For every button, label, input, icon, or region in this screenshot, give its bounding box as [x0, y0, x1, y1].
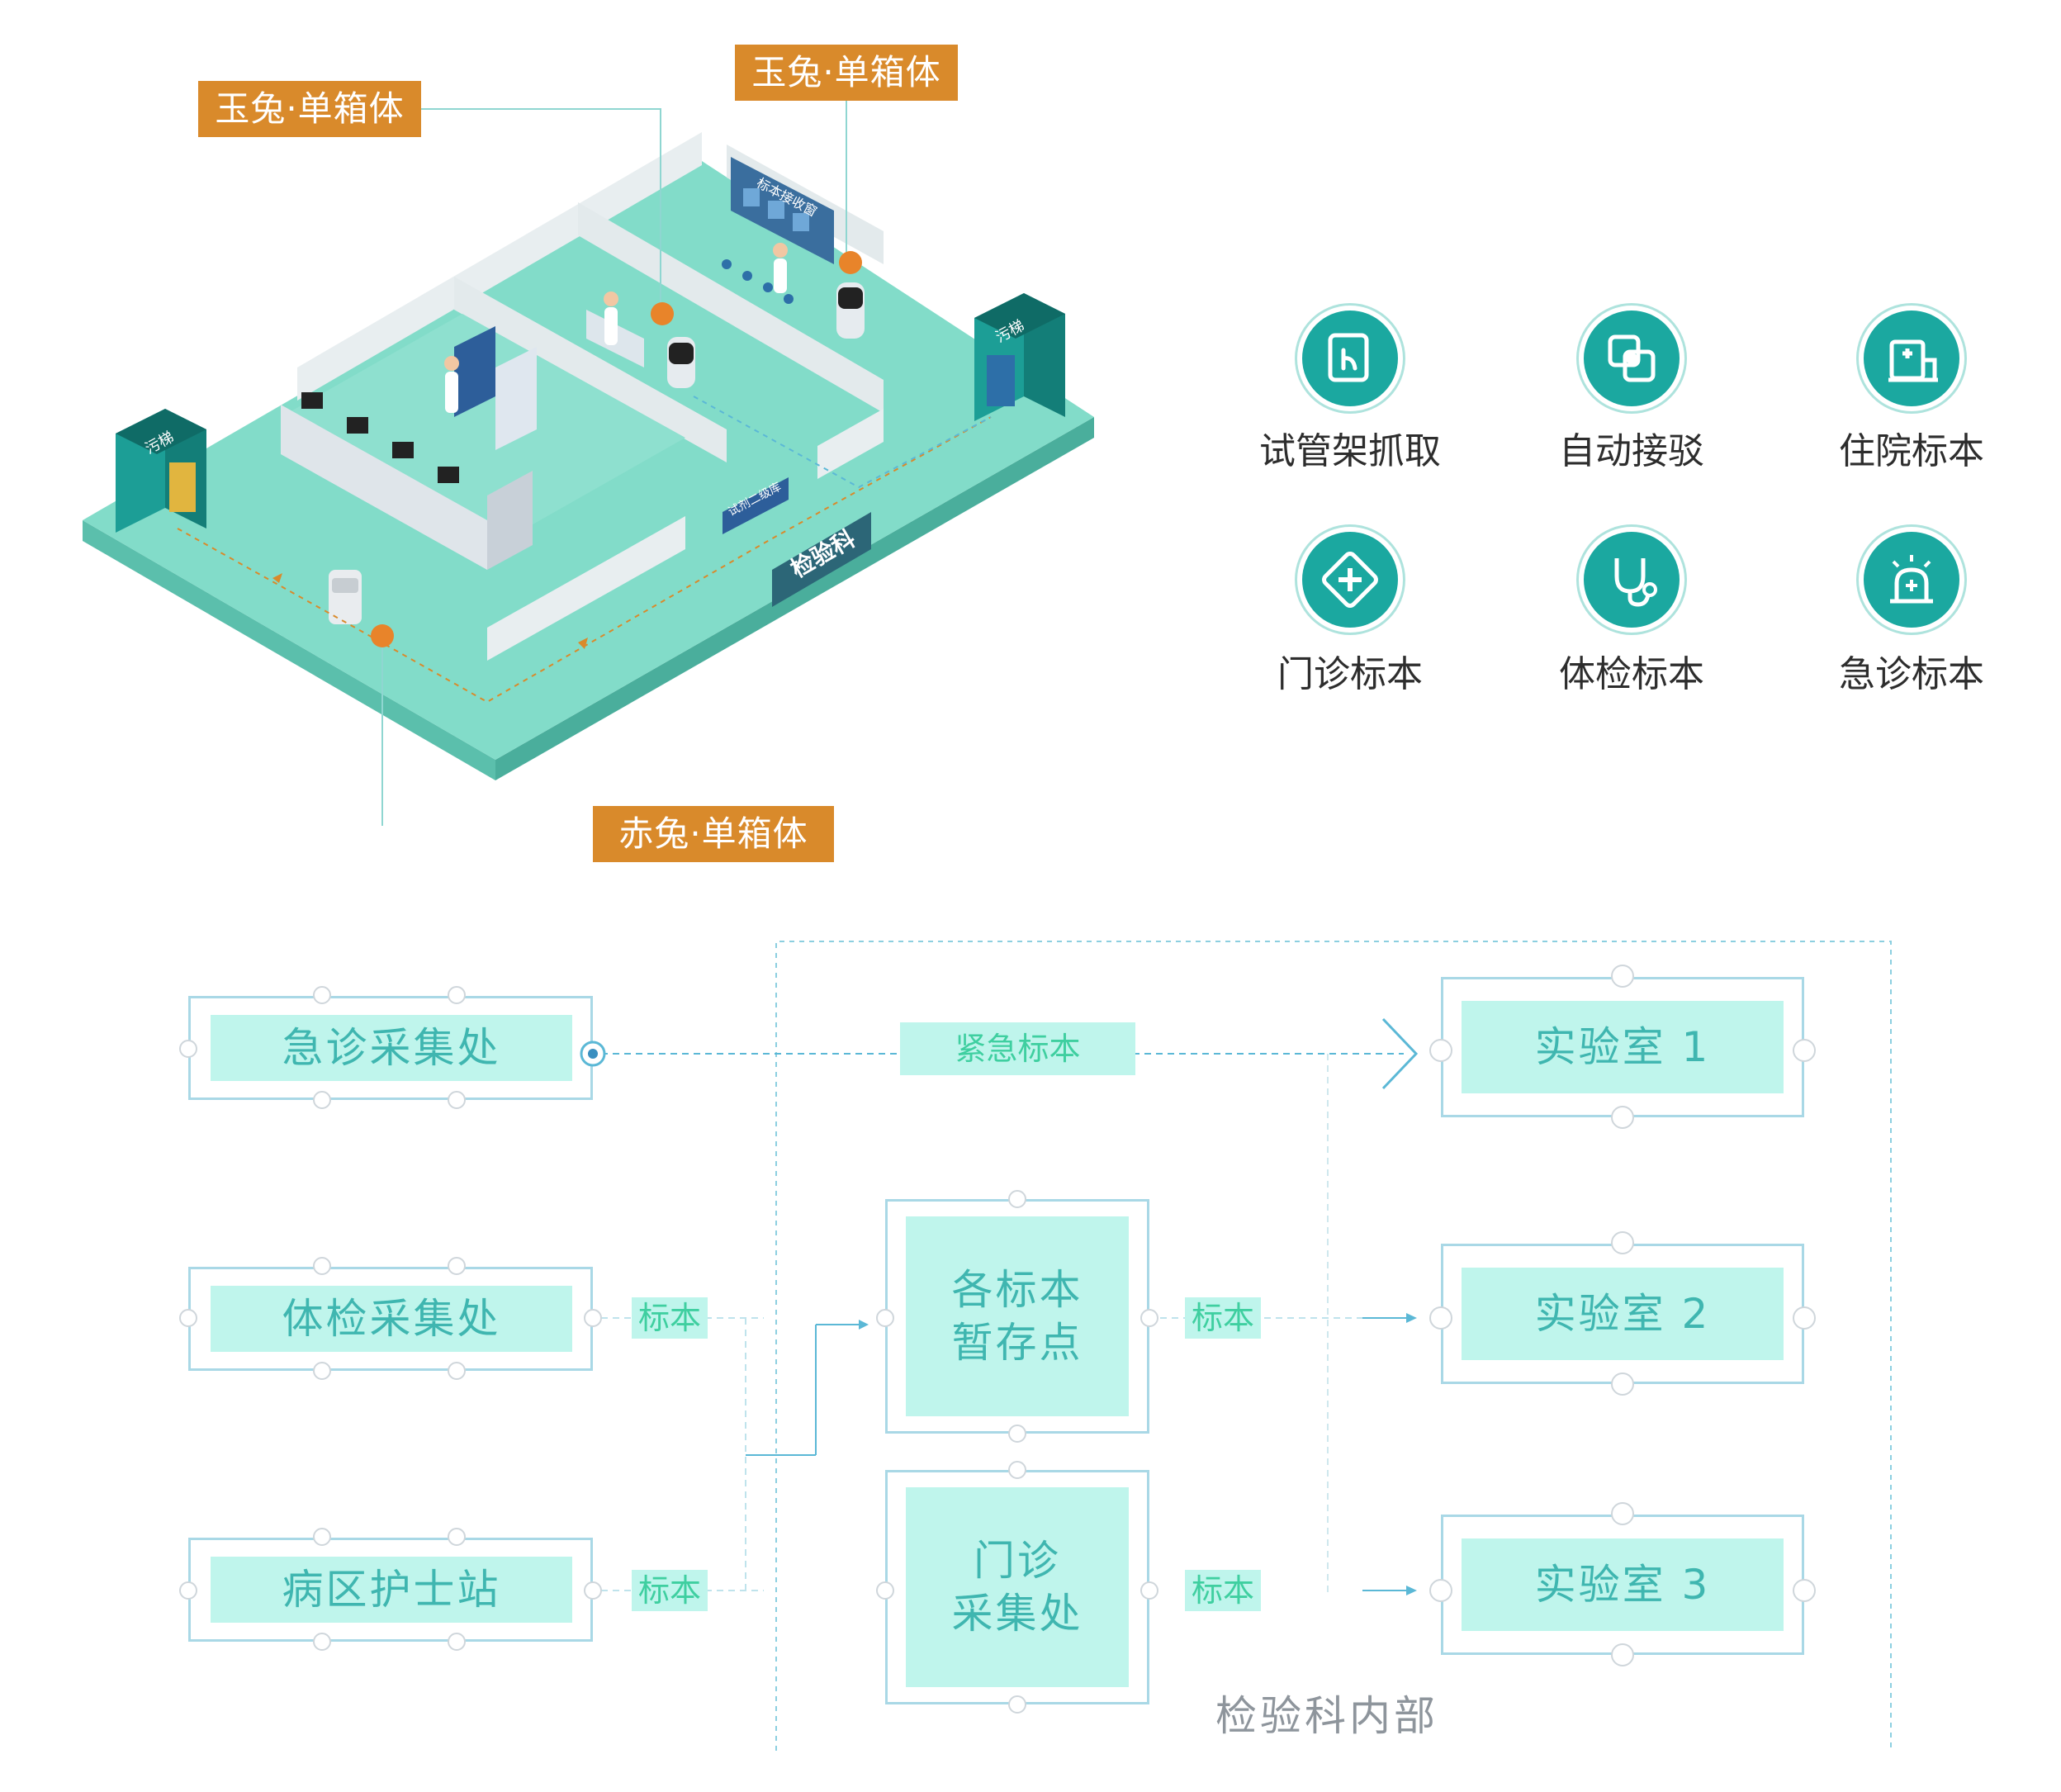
- hub-line-1: 各标本: [951, 1266, 1083, 1314]
- node-connector-dots: [179, 965, 1816, 1714]
- feature-label-physical: 体检标本: [1559, 653, 1704, 695]
- server-cabinet: [487, 471, 533, 570]
- robot-chitu: [329, 570, 362, 624]
- leader-line-3: [381, 636, 383, 826]
- lab-label-1: 实验室 1: [1462, 1001, 1784, 1093]
- callout-yutu-left: 玉兔·单箱体: [198, 81, 421, 137]
- robot-route-upper: [693, 396, 992, 489]
- outpatient-label: 门诊 采集处: [906, 1487, 1129, 1687]
- inpatient-bed-icon: [1864, 311, 1959, 406]
- stethoscope-icon: [1584, 532, 1680, 628]
- floor-slab-side: [83, 520, 495, 780]
- source-node-physical: 体检采集处: [188, 1267, 593, 1371]
- feature-label-emergency: 急诊标本: [1839, 653, 1984, 695]
- feature-label-outpatient: 门诊标本: [1277, 653, 1423, 695]
- edge-label-urgent: 紧急标本: [900, 1022, 1135, 1075]
- elevator-left: [116, 409, 206, 533]
- robot-yutu-1: [667, 337, 695, 388]
- lab-analyzer-row: [281, 405, 487, 570]
- edge-label-hub: 标本: [1185, 1297, 1261, 1339]
- emergency-siren-icon: [1864, 532, 1959, 628]
- marker-dot-3: [371, 624, 394, 647]
- wall-front-right: [817, 409, 884, 479]
- marker-dot-2: [839, 251, 862, 274]
- outpatient-plus-icon: [1302, 532, 1398, 628]
- flow-connectors: [601, 941, 1892, 1751]
- floor-slab-side-right: [495, 417, 1094, 780]
- wall-partition-2: [578, 202, 884, 413]
- feature-label-inpatient: 住院标本: [1839, 430, 1984, 472]
- floor-plan-illustration: 标本接收窗 污梯 污梯 检验科 试剂二级库: [83, 99, 1094, 826]
- lab-region-label: 检验科内部: [1215, 1692, 1438, 1740]
- source-label-emergency: 急诊采集处: [211, 1015, 572, 1081]
- edge-label-ward: 标本: [632, 1570, 708, 1611]
- room-plate: [723, 477, 789, 534]
- feature-label-rack: 试管架抓取: [1259, 430, 1441, 472]
- source-label-ward: 病区护士站: [211, 1557, 572, 1623]
- source-node-emergency: 急诊采集处: [188, 996, 593, 1100]
- edge-label-physical: 标本: [632, 1297, 708, 1339]
- source-node-ward: 病区护士站: [188, 1538, 593, 1642]
- fridge-cabinet-1: [454, 326, 495, 417]
- hub-label: 各标本 暂存点: [906, 1216, 1129, 1416]
- callout-chitu: 赤兔·单箱体: [593, 806, 834, 862]
- lab-region-frame: [775, 941, 1892, 1751]
- outpatient-line-2: 采集处: [951, 1590, 1083, 1638]
- room-floor-lab: [281, 314, 685, 541]
- marker-dot-1: [651, 302, 674, 325]
- elevator-right: [974, 293, 1065, 421]
- wall-back-left: [297, 132, 702, 401]
- lab-sign-board: [772, 512, 871, 607]
- lab-node-3: 实验室 3: [1441, 1515, 1804, 1655]
- urgent-arrow-chevron: [1381, 1017, 1419, 1090]
- robot-yutu-2: [836, 282, 865, 339]
- hand-touch-icon: [1302, 311, 1398, 406]
- edge-label-outpatient: 标本: [1185, 1570, 1261, 1611]
- leader-line-1: [421, 108, 661, 314]
- source-label-physical: 体检采集处: [211, 1286, 572, 1352]
- lab-node-1: 实验室 1: [1441, 977, 1804, 1117]
- hub-line-2: 暂存点: [951, 1319, 1083, 1367]
- wall-partition-1: [454, 277, 727, 462]
- outpatient-line-1: 门诊: [974, 1537, 1061, 1585]
- lab-label-3: 实验室 3: [1462, 1538, 1784, 1631]
- wall-front-low: [487, 516, 685, 661]
- lab-node-2: 实验室 2: [1441, 1244, 1804, 1384]
- callout-yutu-right: 玉兔·单箱体: [735, 45, 958, 101]
- robot-route: [177, 416, 992, 704]
- fridge-cabinet-2: [495, 347, 537, 450]
- link-connect-icon: [1584, 311, 1680, 406]
- feature-label-dock: 自动接驳: [1559, 430, 1704, 472]
- lab-label-2: 实验室 2: [1462, 1268, 1784, 1360]
